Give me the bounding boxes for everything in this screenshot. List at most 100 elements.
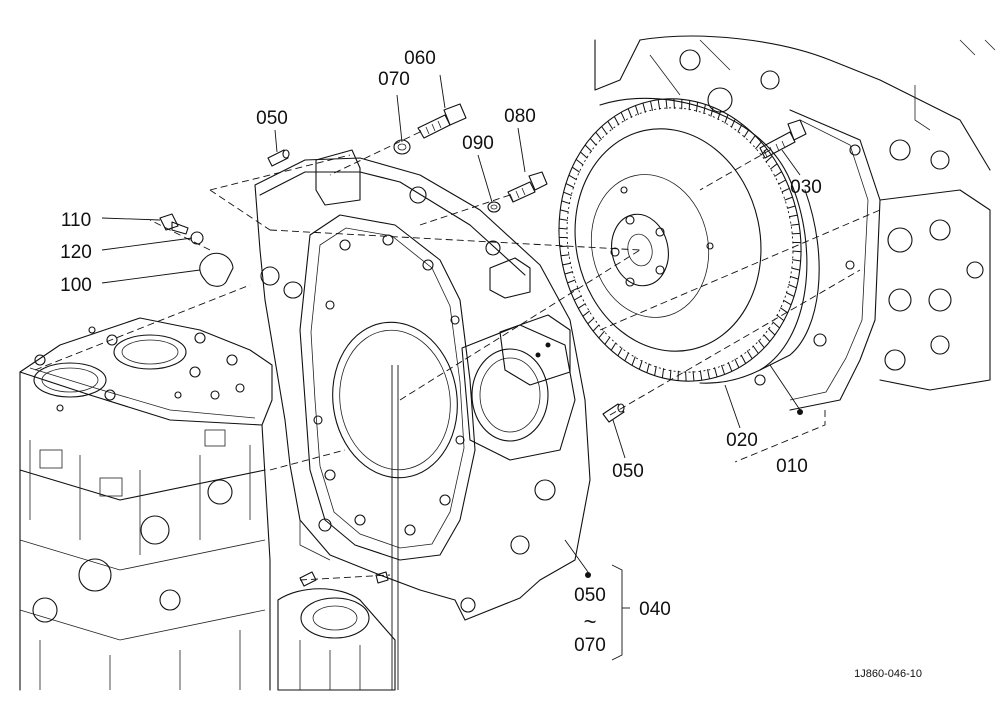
gear-tooth [673, 98, 675, 109]
gear-tooth [737, 123, 743, 133]
gear-tooth [558, 227, 568, 230]
callout-060: 060 [404, 48, 436, 69]
callout-030: 030 [790, 177, 822, 198]
dowel-pin-top [267, 149, 290, 167]
gear-tooth [724, 114, 729, 124]
callout-080: 080 [504, 106, 536, 127]
callout-050-range: 050 [574, 585, 606, 606]
callout-120: 120 [60, 242, 92, 263]
gear-tooth [752, 345, 759, 354]
gear-tooth [710, 107, 714, 117]
cover-plate-100 [199, 252, 234, 287]
gear-tooth [642, 102, 646, 113]
bolt-080 [507, 171, 548, 203]
gear-tooth [695, 102, 699, 112]
engine-block [19, 317, 273, 691]
gear-tooth [772, 321, 780, 329]
gear-tooth [692, 371, 695, 382]
ring-gear-teeth [558, 98, 802, 382]
assembly-lines [34, 131, 881, 690]
gear-tooth [767, 328, 776, 336]
callout-110: 110 [61, 210, 91, 231]
washer-090 [487, 201, 501, 213]
gear-tooth [778, 179, 786, 185]
gear-tooth [730, 118, 736, 128]
callout-050-pin-top: 050 [256, 108, 288, 129]
gear-tooth [791, 267, 800, 271]
gear-tooth [654, 366, 657, 376]
bolt-060 [417, 103, 467, 139]
callout-040: 040 [639, 599, 671, 620]
flywheel-housing [254, 149, 591, 621]
gear-tooth [763, 334, 771, 342]
gear-tooth [789, 275, 799, 280]
range-tilde: ~ [584, 609, 597, 634]
gear-tooth [598, 330, 605, 339]
callout-070: 070 [378, 69, 410, 90]
gear-tooth [568, 174, 577, 181]
gear-tooth [685, 371, 687, 382]
gear-tooth [627, 108, 633, 118]
gear-tooth [781, 187, 790, 193]
gear-tooth [584, 144, 593, 152]
gear-tooth [592, 324, 600, 332]
gear-tooth [740, 354, 747, 364]
gear-tooth [699, 370, 703, 381]
gear-tooth [617, 347, 623, 357]
gear-tooth [624, 352, 630, 362]
bolt-110 [159, 213, 189, 235]
gear-tooth [607, 120, 614, 130]
gear-tooth [746, 350, 753, 360]
gear-tooth [758, 339, 765, 349]
gear-tooth [595, 131, 602, 141]
callout-leaders [101, 74, 826, 661]
gear-tooth [561, 200, 571, 205]
gear-tooth [601, 126, 608, 135]
gear-tooth [665, 98, 668, 109]
gear-tooth [613, 116, 620, 126]
gear-tooth [562, 262, 571, 266]
gear-tooth [567, 279, 576, 284]
gear-tooth [755, 141, 762, 150]
gear-tooth [661, 368, 665, 378]
gear-tooth [582, 310, 591, 317]
gear-tooth [587, 317, 595, 325]
callout-010: 010 [776, 456, 808, 477]
gear-tooth [703, 104, 706, 114]
gear-tooth [578, 303, 586, 309]
gear-tooth [776, 314, 785, 321]
gear-tooth [783, 299, 792, 306]
callout-090: 090 [462, 133, 494, 154]
callout-050-pin-mid: 050 [612, 461, 644, 482]
gear-tooth [792, 250, 802, 253]
washer-070 [393, 139, 411, 155]
gear-tooth [791, 232, 801, 235]
gear-tooth [784, 196, 793, 201]
gear-tooth [574, 295, 582, 301]
gear-tooth [575, 159, 584, 166]
gear-tooth [572, 166, 581, 173]
drawing-reference-code: 1J860-046-10 [854, 668, 922, 680]
gear-tooth [604, 336, 611, 345]
seal-rings [260, 266, 303, 299]
gear-tooth [743, 129, 750, 138]
gear-tooth [688, 100, 691, 111]
callout-070-range: 070 [574, 635, 606, 656]
gear-tooth [570, 287, 579, 293]
gear-tooth [790, 223, 800, 226]
gear-tooth [669, 369, 672, 380]
gear-tooth [634, 105, 639, 116]
gear-tooth [707, 369, 710, 380]
gear-tooth [765, 155, 773, 163]
callout-020: 020 [726, 430, 758, 451]
gear-tooth [734, 358, 740, 368]
gear-tooth [565, 183, 575, 188]
gear-tooth [786, 205, 796, 209]
gear-tooth [657, 99, 661, 110]
flywheel [558, 97, 820, 384]
gear-tooth [563, 191, 572, 196]
dowel-pin-mid [602, 403, 625, 423]
gear-tooth [721, 364, 726, 375]
gear-tooth [760, 148, 768, 156]
